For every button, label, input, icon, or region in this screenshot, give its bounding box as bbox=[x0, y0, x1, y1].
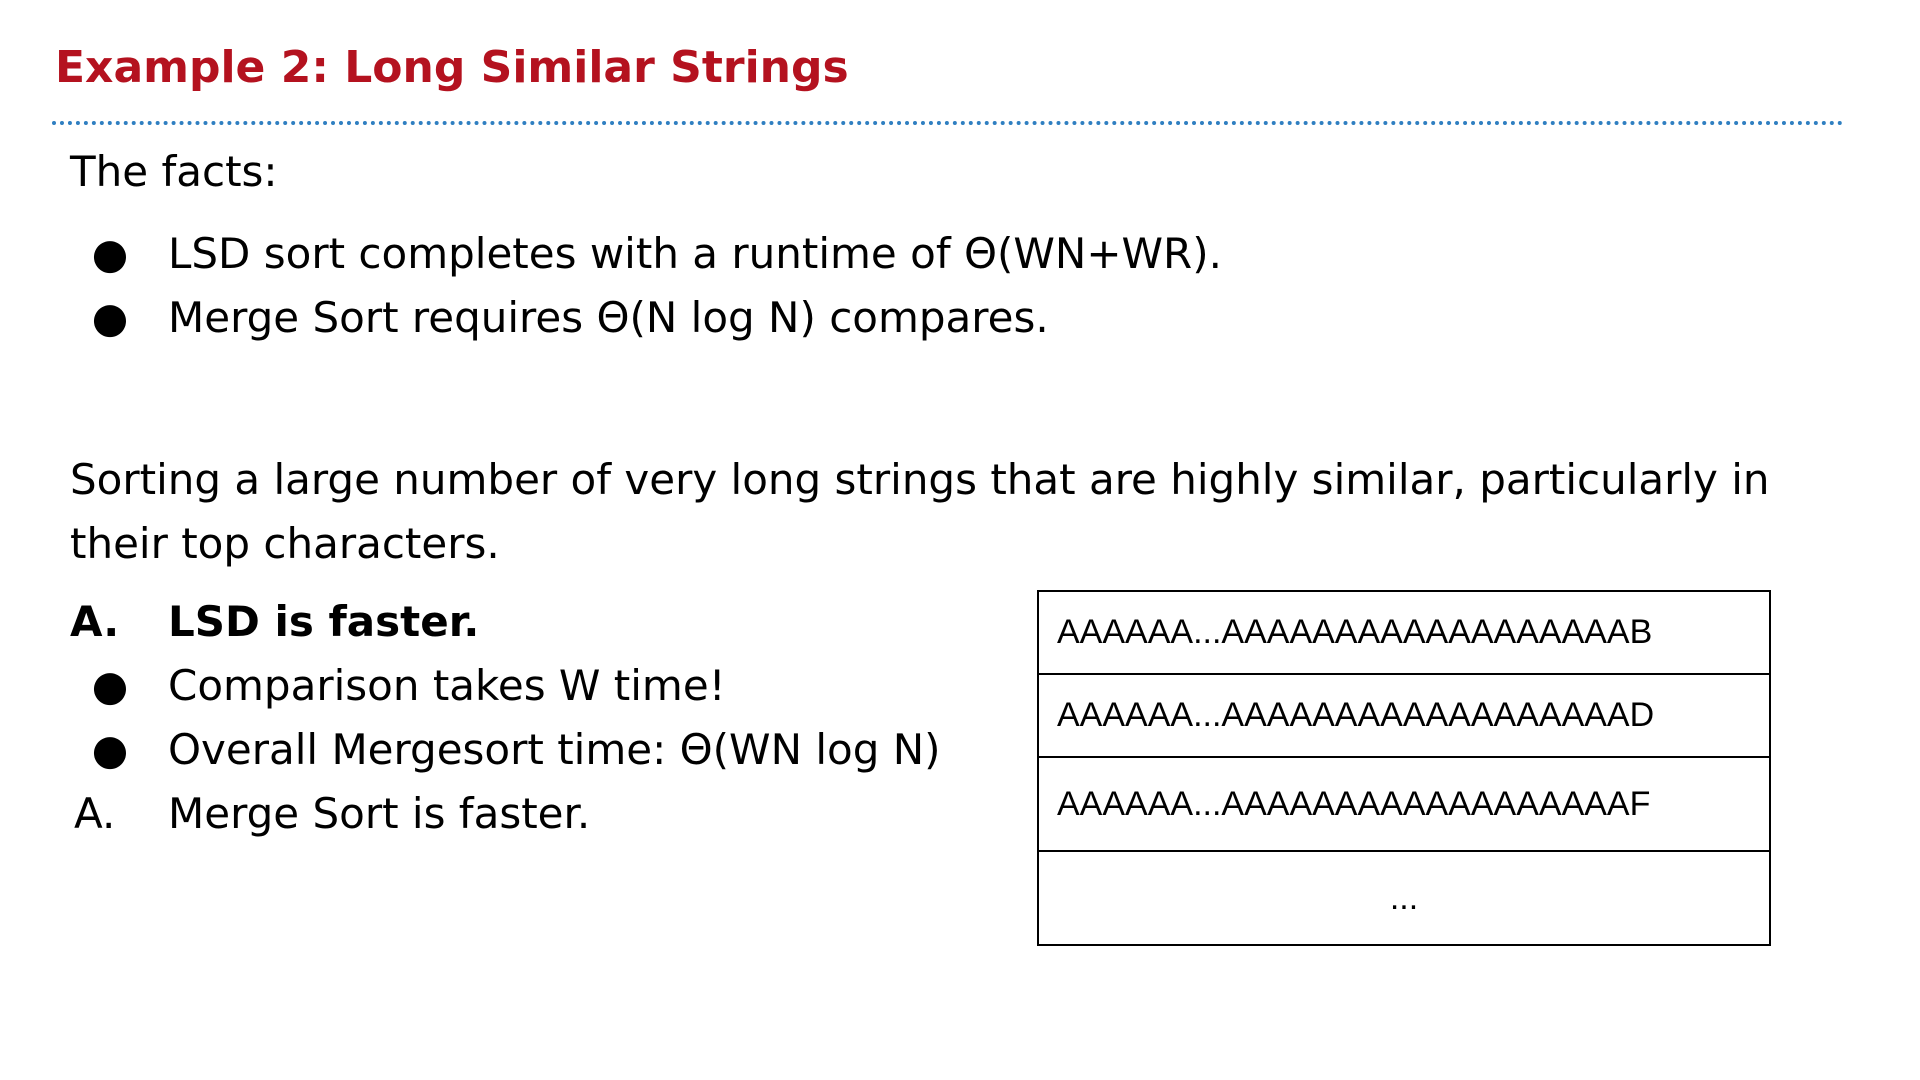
option-b-marker: A. bbox=[74, 789, 116, 838]
reason-text: Comparison takes W time! bbox=[168, 661, 726, 710]
strings-table: AAAAAA...AAAAAAAAAAAAAAAAAAB AAAAAA...AA… bbox=[1037, 590, 1771, 946]
table-row: AAAAAA...AAAAAAAAAAAAAAAAAAB bbox=[1037, 590, 1771, 675]
table-row: ... bbox=[1037, 850, 1771, 946]
facts-heading: The facts: bbox=[70, 147, 278, 196]
table-cell: AAAAAA...AAAAAAAAAAAAAAAAAAD bbox=[1037, 673, 1771, 758]
reason-text: Overall Mergesort time: Θ(WN log N) bbox=[168, 725, 941, 774]
table-cell: ... bbox=[1037, 850, 1771, 946]
bullet-icon: ● bbox=[91, 229, 129, 278]
bullet-icon: ● bbox=[91, 293, 129, 342]
bullet-icon: ● bbox=[91, 725, 129, 774]
table-cell: AAAAAA...AAAAAAAAAAAAAAAAAAF bbox=[1037, 756, 1771, 852]
option-b-text: Merge Sort is faster. bbox=[168, 789, 591, 838]
title-divider bbox=[52, 121, 1844, 125]
bullet-icon: ● bbox=[91, 661, 129, 710]
fact-text: Merge Sort requires Θ(N log N) compares. bbox=[168, 293, 1049, 342]
table-row: AAAAAA...AAAAAAAAAAAAAAAAAAF bbox=[1037, 756, 1771, 852]
question-text: Sorting a large number of very long stri… bbox=[70, 455, 1770, 568]
option-a-marker: A. bbox=[70, 597, 120, 646]
option-a-text: LSD is faster. bbox=[168, 597, 480, 646]
table-row: AAAAAA...AAAAAAAAAAAAAAAAAAD bbox=[1037, 673, 1771, 758]
table-cell: AAAAAA...AAAAAAAAAAAAAAAAAAB bbox=[1037, 590, 1771, 675]
slide-title: Example 2: Long Similar Strings bbox=[55, 42, 849, 93]
fact-text: LSD sort completes with a runtime of Θ(W… bbox=[168, 229, 1222, 278]
